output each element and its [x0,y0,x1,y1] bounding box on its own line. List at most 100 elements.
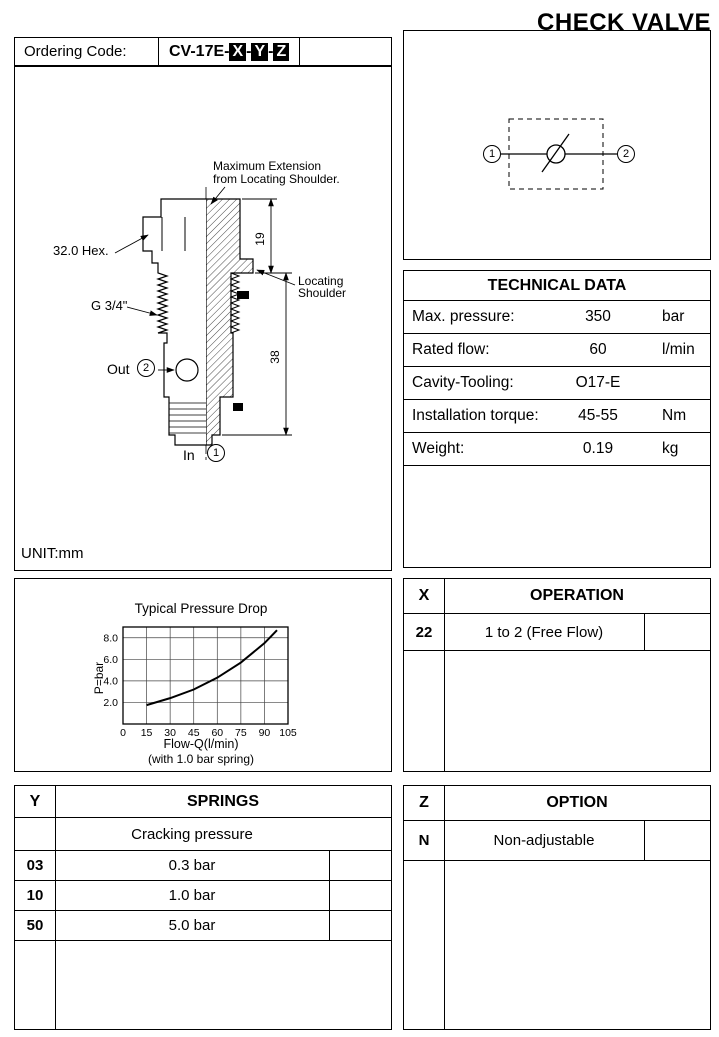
profile-half [142,198,206,446]
section-thread-crests [229,272,241,334]
plot-border [122,626,289,725]
key-column-divider [444,786,445,1029]
spring-code: 50 [26,917,44,934]
x-tick-label: 60 [211,727,223,739]
section-hatched-half [205,198,254,446]
dim-19-text: 19 [253,232,267,246]
table-row: Rated flow: 60 l/min [404,334,710,367]
check-seat [541,133,570,173]
spec-unit: l/min [662,341,695,358]
spec-label: Max. pressure: [412,308,515,325]
empty-cell [329,851,391,880]
table-row: Cavity-Tooling: O17-E [404,367,710,400]
springs-subtitle: Cracking pressure [131,825,253,843]
spec-value: 350 [585,308,611,325]
ordering-code-box: Ordering Code: CV-17E-X-Y-Z [14,37,392,66]
ordering-code-y: Y [251,42,269,61]
locating-shoulder-label-line2: Shoulder [298,286,347,300]
x-tick-label: 30 [164,727,176,739]
key-column-divider [55,786,56,1029]
spec-label: Rated flow: [412,341,490,358]
in-port-label: In [183,447,195,463]
spec-value: 45-55 [578,407,618,424]
option-code: N [418,832,430,849]
springs-table: Y SPRINGS Cracking pressure 03 0.3 bar 1… [14,785,392,1030]
dimension-38 [222,272,292,436]
chart-title: Typical Pressure Drop [134,601,268,616]
empty-cell [329,818,391,850]
ordering-code-x: X [229,42,247,61]
ordering-code-label: Ordering Code: [24,43,127,60]
spring-value: 1.0 bar [168,887,216,904]
table-row: Installation torque: 45-55 Nm [404,400,710,433]
ordering-code-value: CV-17E-X-Y-Z [158,38,301,65]
option-description: Non-adjustable [493,832,595,849]
out-port-number: 2 [137,359,155,377]
key-header: Z [419,794,429,811]
key-header: Y [29,792,41,810]
seal-lower [233,403,243,411]
springs-header: Y SPRINGS [15,786,391,818]
chart-x-axis-note: (with 1.0 bar spring) [147,752,255,766]
technical-data-title: TECHNICAL DATA [404,271,710,301]
symbol-port-2: 2 [617,145,635,163]
chart-x-axis-label: Flow-Q(l/min) [163,737,239,751]
table-row: 50 5.0 bar [15,911,391,941]
operation-title: OPERATION [530,587,624,604]
symbol-port-1: 1 [483,145,501,163]
bottom-ribs [169,402,206,434]
key-header: X [418,587,430,604]
valve-drawing-panel: 19 38 Maximum Extension from Locating Sh… [14,66,392,571]
max-extension-label-line2: from Locating Shoulder. [213,172,340,186]
x-tick-label: 90 [259,727,271,739]
empty-cell [644,614,710,650]
spec-unit: kg [662,440,679,457]
springs-title: SPRINGS [186,792,259,810]
hex-size-label: 32.0 Hex. [53,243,109,258]
y-tick-label: 6.0 [103,654,118,666]
y-tick-label: 8.0 [103,632,118,644]
pressure-drop-curve [146,629,278,707]
ordering-code-prefix: CV-17E- [169,42,230,60]
springs-subtitle-row: Cracking pressure [15,818,391,851]
ordering-code-z: Z [273,42,290,61]
x-tick-label: 75 [235,727,247,739]
spec-value: O17-E [575,374,621,391]
option-code: 22 [415,623,433,641]
spec-unit: Nm [662,407,687,424]
spring-code: 10 [26,887,44,904]
operation-header: X OPERATION [404,579,710,614]
spec-label: Weight: [412,440,465,457]
empty-cell [329,911,391,940]
x-tick-label: 45 [188,727,200,739]
leader-lines [114,186,296,373]
table-row: 03 0.3 bar [15,851,391,881]
option-description: 1 to 2 (Free Flow) [484,623,604,641]
x-tick-label: 15 [141,727,153,739]
empty-cell [329,881,391,910]
cross-hole [175,358,199,382]
technical-data-panel: TECHNICAL DATA Max. pressure: 350 bar Ra… [403,270,711,568]
out-port-label: Out [107,361,130,377]
option-title: OPTION [546,794,608,811]
spec-label: Cavity-Tooling: [412,374,514,391]
ordering-code-sep1: - [246,42,252,60]
spec-value: 0.19 [582,440,614,457]
valve-section-drawing: 19 38 [114,186,296,463]
spring-value: 0.3 bar [168,857,216,874]
x-tick-label: 105 [279,727,297,739]
key-column-divider [444,579,445,771]
seal-upper [237,291,249,299]
spec-label: Installation torque: [412,407,539,424]
table-row: Weight: 0.19 kg [404,433,710,466]
empty-cell [644,821,710,860]
max-extension-label-line1: Maximum Extension [213,159,322,173]
locating-shoulder-label-line1: Locating [298,274,344,288]
spring-code: 03 [26,857,44,874]
x-tick-label: 0 [120,727,126,739]
unit-note: UNIT:mm [21,545,84,562]
symbol-panel: 1 2 [403,30,711,260]
